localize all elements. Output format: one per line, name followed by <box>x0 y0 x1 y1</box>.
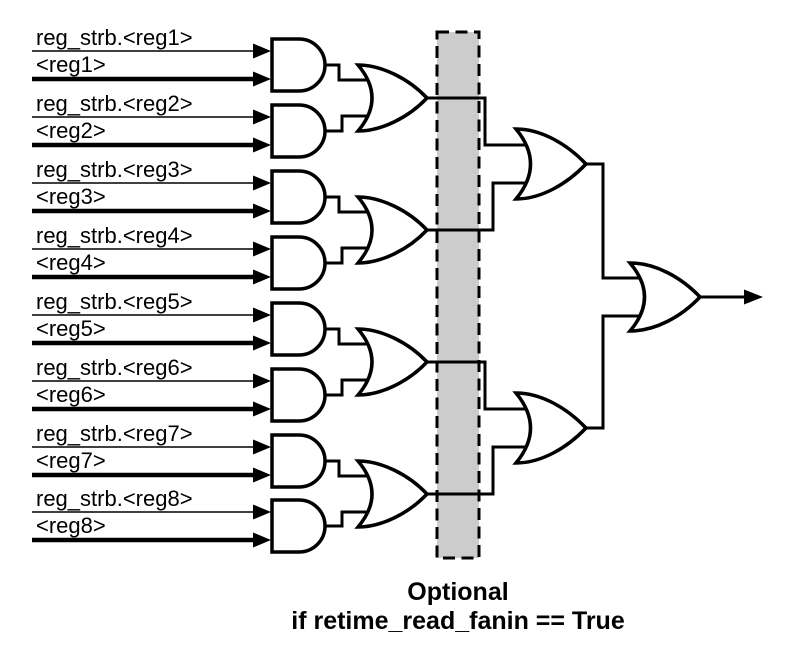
wire-and4-or2 <box>325 246 374 265</box>
input-label-data-1: <reg1> <box>36 52 106 77</box>
or-gates-stage3 <box>512 127 589 465</box>
stage2-to-stage3-wires <box>427 96 532 496</box>
input-label-strobe-2: reg_strb.<reg2> <box>36 91 193 116</box>
caption-line-optional: Optional <box>407 578 509 606</box>
input-label-data-7: <reg7> <box>36 448 106 473</box>
output-wire <box>700 289 763 305</box>
arrowhead-icon <box>253 71 271 87</box>
arrowhead-icon <box>253 401 271 417</box>
input-label-strobe-3: reg_strb.<reg3> <box>36 157 193 182</box>
and-gate-3 <box>270 169 327 225</box>
or-gates-stage2 <box>354 63 430 529</box>
input-label-strobe-6: reg_strb.<reg6> <box>36 355 193 380</box>
or-gate-stage2-2 <box>354 195 430 265</box>
and-gate-7 <box>270 433 327 489</box>
input-label-strobe-5: reg_strb.<reg5> <box>36 289 193 314</box>
wire-and3-or2 <box>325 195 374 214</box>
or-gate-stage2-4 <box>354 459 430 529</box>
stage1-to-stage2-wires <box>325 63 374 528</box>
and-gate-8 <box>270 498 327 554</box>
wire-and7-or4 <box>325 459 374 478</box>
or-gate-stage2-3 <box>354 327 430 397</box>
input-wires <box>32 43 271 548</box>
input-label-strobe-4: reg_strb.<reg4> <box>36 223 193 248</box>
wire-or1-or5 <box>427 96 532 147</box>
optional-caption: Optional if retime_read_fanin == True <box>258 578 658 636</box>
optional-retime-region <box>435 30 481 560</box>
input-label-data-5: <reg5> <box>36 316 106 341</box>
wire-or3-or6 <box>427 360 532 411</box>
arrowhead-icon <box>253 109 271 125</box>
input-label-data-8: <reg8> <box>36 513 106 538</box>
arrowhead-icon <box>253 175 271 191</box>
arrowhead-icon <box>253 43 271 59</box>
or-gate-final <box>626 261 703 333</box>
arrowhead-icon <box>253 269 271 285</box>
wire-and2-or1 <box>325 114 374 133</box>
wire-and5-or3 <box>325 327 374 346</box>
input-label-data-6: <reg6> <box>36 382 106 407</box>
wire-or6-final <box>586 314 646 430</box>
wire-or4-or6 <box>427 445 532 496</box>
wire-and6-or3 <box>325 378 374 397</box>
and-gates <box>270 37 327 554</box>
arrowhead-icon <box>253 373 271 389</box>
or-gate-stage3-1 <box>512 127 589 201</box>
and-gate-1 <box>270 37 327 93</box>
wire-or2-or5 <box>427 181 532 232</box>
arrowhead-icon <box>253 203 271 219</box>
wire-or5-final <box>586 162 646 280</box>
or-gate-stage2-1 <box>354 63 430 133</box>
arrowhead-icon <box>253 504 271 520</box>
caption-line-condition: if retime_read_fanin == True <box>291 607 625 635</box>
wire-and1-or1 <box>325 63 374 82</box>
and-gate-6 <box>270 367 327 423</box>
input-label-data-3: <reg3> <box>36 184 106 209</box>
stage3-to-final-wires <box>586 162 646 430</box>
arrowhead-icon <box>253 307 271 323</box>
input-label-strobe-7: reg_strb.<reg7> <box>36 421 193 446</box>
input-label-data-4: <reg4> <box>36 250 106 275</box>
and-gate-4 <box>270 235 327 291</box>
arrowhead-icon <box>253 439 271 455</box>
arrowhead-icon <box>253 137 271 153</box>
arrowhead-icon <box>253 335 271 351</box>
input-label-strobe-8: reg_strb.<reg8> <box>36 486 193 511</box>
arrowhead-icon <box>253 467 271 483</box>
arrowhead-icon <box>253 241 271 257</box>
and-gate-2 <box>270 103 327 159</box>
arrowhead-icon <box>744 289 763 305</box>
wire-and8-or4 <box>325 510 374 528</box>
or-gate-stage3-2 <box>512 391 589 465</box>
and-gate-5 <box>270 301 327 357</box>
arrowhead-icon <box>253 532 271 548</box>
input-label-data-2: <reg2> <box>36 118 106 143</box>
input-label-strobe-1: reg_strb.<reg1> <box>36 25 193 50</box>
